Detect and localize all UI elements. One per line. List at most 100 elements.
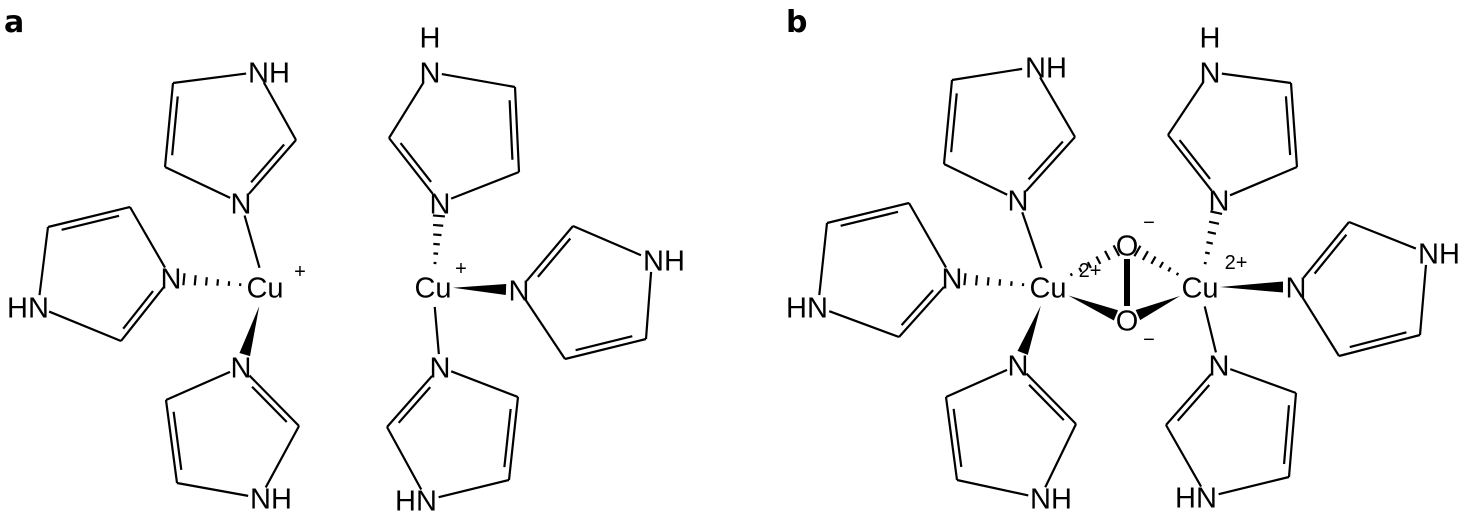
imidazole-ligand-b2-bond: [818, 222, 829, 296]
imidazole-ligand-b2-bond: [898, 286, 945, 338]
imidazole-ligand-a3-coordinating-n: N: [231, 352, 252, 384]
imidazole-ligand-a2-bond: [120, 286, 165, 342]
imidazole-ligand-a3-bond: [164, 399, 179, 484]
imidazole-ligand-b5-coordinating-n: N: [1286, 272, 1307, 304]
imidazole-ligand-b2-double-bond: [840, 210, 899, 227]
imidazole-ligand-b6-bond: [1287, 392, 1298, 478]
imidazole-ligand-a6-nh: HN: [395, 485, 437, 517]
imidazole-ligand-b6-coordinating-n: N: [1209, 350, 1230, 382]
imidazole-ligand-a3-bond: [248, 374, 300, 427]
cu-atom-a1: Cu: [246, 272, 283, 304]
imidazole-ligand-a5-bond: [564, 337, 647, 361]
imidazole-ligand-a1-nh: NH: [248, 57, 290, 89]
imidazole-ligand-a5-cu-n-bond: [452, 284, 507, 296]
labels-layer: a b Cu+Cu+Cu2+Cu2+O−O−NNHNHNNNHNNHNNHNHN…: [4, 5, 1460, 517]
imidazole-ligand-b1-coordinating-n: N: [1008, 185, 1029, 217]
imidazole-ligand-b6-double-bond: [1282, 405, 1291, 465]
imidazole-ligand-a1-coordinating-n: N: [231, 188, 252, 220]
imidazole-ligand-b4-bond: [1167, 81, 1205, 136]
imidazole-ligand-b1-bond: [1025, 136, 1076, 192]
imidazole-ligand-a4-bond: [513, 86, 521, 173]
imidazole-ligand-a1-double-bond: [171, 96, 179, 156]
oxygen-charge-top: −: [1143, 212, 1155, 234]
imidazole-ligand-a4-h: H: [420, 22, 441, 54]
imidazole-ligand-b5-bond: [1338, 333, 1421, 358]
imidazole-ligand-a5-coordinating-n: N: [509, 275, 530, 307]
imidazole-ligand-a2-bond: [38, 226, 50, 296]
imidazole-ligand-b6-bond: [1229, 368, 1297, 395]
imidazole-ligand-a1-double-bond: [250, 143, 285, 184]
imidazole-ligand-b5-bond: [1301, 296, 1340, 357]
cu1-o-top-bond: [1069, 244, 1121, 277]
imidazole-ligand-a6-bond: [438, 478, 510, 499]
imidazole-ligand-b1-bond: [943, 163, 1008, 196]
imidazole-ligand-b3-bond: [1044, 423, 1077, 488]
cu-charge-a1: +: [294, 261, 306, 283]
imidazole-ligand-b6-bond: [1218, 475, 1290, 496]
imidazole-ligand-b3-cu-n-bond: [1017, 305, 1041, 355]
cu-charge-a2: +: [455, 258, 467, 280]
cu1-o-bottom-bond: [1068, 295, 1119, 321]
imidazole-ligand-b4-cu-n-bond: [1203, 210, 1223, 265]
imidazole-ligand-b5-double-bond: [1349, 331, 1407, 349]
imidazole-ligand-b4-bond: [1289, 82, 1299, 168]
imidazole-ligand-a6-bond: [450, 370, 519, 399]
imidazole-ligand-b5-bond: [1302, 221, 1350, 279]
cu-atom-b2: Cu: [1181, 272, 1218, 304]
imidazole-ligand-b5-nh: NH: [1418, 238, 1460, 270]
cu-charge-b2: 2+: [1225, 252, 1248, 274]
imidazole-ligand-a5-nh: NH: [643, 245, 685, 277]
cu-atom-b1: Cu: [1029, 272, 1066, 304]
imidazole-ligand-b3-double-bond: [952, 408, 963, 468]
imidazole-ligand-a4-bond: [388, 81, 425, 139]
imidazole-ligand-a6-double-bond: [397, 386, 432, 424]
imidazole-ligand-b6-nh: HN: [1175, 482, 1217, 514]
imidazole-ligand-a5-bond: [572, 224, 642, 257]
imidazole-ligand-a3-double-bond: [251, 385, 288, 423]
imidazole-ligand-a4-coordinating-n: N: [430, 188, 451, 220]
imidazole-ligand-b1-cu-n-bond: [1021, 211, 1043, 269]
imidazole-ligand-a4-bond: [450, 170, 520, 200]
cu-atom-a2: Cu: [414, 272, 451, 304]
imidazole-ligand-a4-bond: [388, 137, 434, 195]
cu2-o-top-bond: [1133, 245, 1180, 276]
imidazole-ligand-a6-bond: [386, 426, 423, 491]
imidazole-ligand-b5-bond: [1348, 220, 1417, 250]
imidazole-ligand-b3-bond: [944, 396, 959, 481]
imidazole-ligand-b1-double-bond: [1027, 140, 1064, 181]
oxygen-atom-bottom: O: [1116, 305, 1139, 337]
imidazole-ligand-a1-bond: [164, 166, 231, 199]
imidazole-ligand-a2-coordinating-n: N: [161, 263, 182, 295]
imidazole-ligand-a3-bond: [264, 425, 300, 488]
imidazole-ligand-a5-double-bond: [537, 237, 572, 278]
imidazole-ligand-a2-double-bond: [122, 290, 154, 330]
imidazole-ligand-b3-bond: [945, 368, 1008, 399]
imidazole-ligand-a3-double-bond: [172, 411, 183, 470]
imidazole-ligand-b4-double-bond: [1284, 96, 1292, 156]
imidazole-ligand-b2-double-bond: [900, 289, 934, 326]
imidazole-ligand-b4-coordinating-n: N: [1209, 185, 1230, 217]
imidazole-ligand-b3-bond: [956, 478, 1029, 497]
imidazole-ligand-b6-bond: [1165, 373, 1212, 426]
imidazole-ligand-a1-bond: [172, 72, 247, 85]
imidazole-ligand-a1-cu-n-bond: [243, 215, 261, 269]
imidazole-ligand-b6-double-bond: [1176, 384, 1211, 422]
imidazole-ligand-b1-bond: [942, 79, 954, 165]
imidazole-ligand-a1-bond: [163, 82, 175, 168]
imidazole-ligand-a6-cu-n-bond: [433, 306, 440, 355]
imidazole-ligand-a4-cu-n-bond: [432, 214, 445, 265]
imidazole-ligand-a2-bond: [47, 205, 131, 229]
imidazole-ligand-a2-bond: [48, 310, 122, 343]
imidazole-ligand-b5-cu-n-bond: [1220, 281, 1283, 293]
imidazole-ligand-b2-coordinating-n: N: [942, 263, 963, 295]
panel-label-a: a: [4, 5, 24, 40]
imidazole-ligand-a1-bond: [248, 139, 297, 195]
imidazole-ligand-a3-nh: NH: [250, 483, 292, 515]
imidazole-ligand-b4-bond: [1221, 72, 1292, 85]
imidazole-ligand-b4-bond: [1229, 165, 1298, 197]
imidazole-ligand-a4-nh: N: [420, 57, 441, 89]
imidazole-ligand-b5-double-bond: [1313, 233, 1348, 275]
imidazole-ligand-a2-nh: HN: [7, 292, 49, 324]
imidazole-ligand-a5-bond: [644, 271, 653, 340]
imidazole-ligand-a5-bond: [524, 299, 566, 360]
